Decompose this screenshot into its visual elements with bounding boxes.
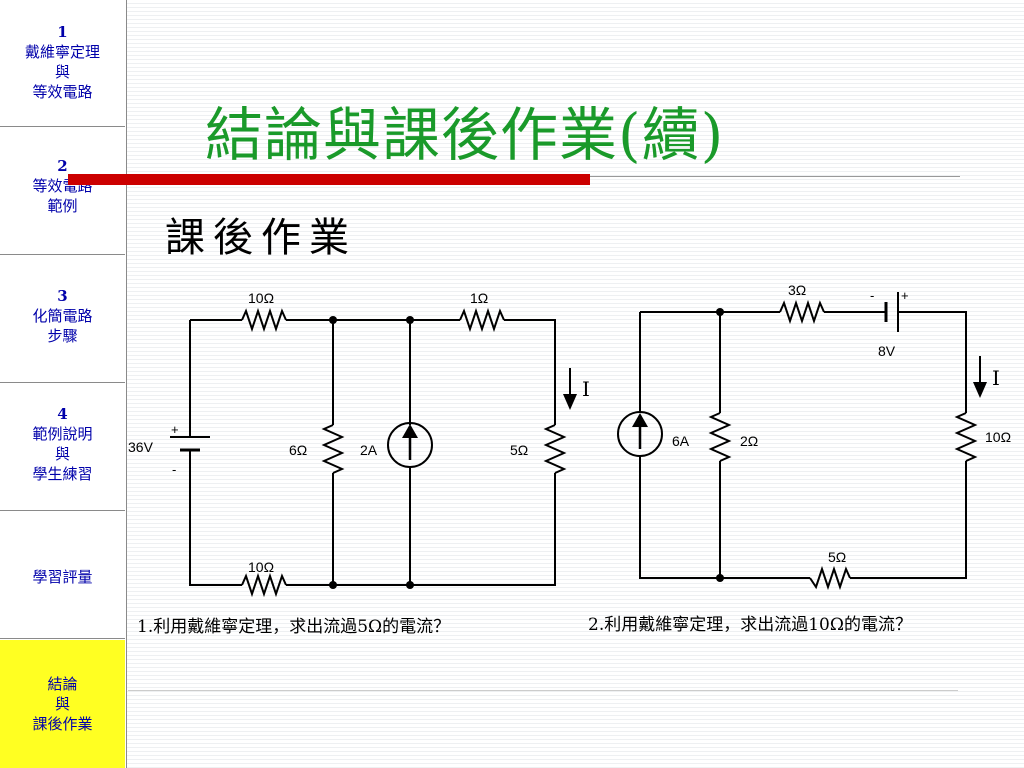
sidebar-item-label: 與 <box>54 695 70 713</box>
label-current: I <box>582 377 590 401</box>
label-r-bottom: 10Ω <box>248 559 274 575</box>
sidebar-item-label: 學習評量 <box>32 568 93 586</box>
sidebar-item-label: 學生練習 <box>32 465 93 483</box>
arrow-up-icon <box>402 424 418 438</box>
question-1: 1.利用戴維寧定理，求出流過5Ω的電流？ <box>137 617 451 637</box>
question-2: 2.利用戴維寧定理，求出流過10Ω的電流？ <box>588 615 912 635</box>
section-subtitle: 課後作業 <box>165 215 357 261</box>
resistor-2 <box>708 412 732 462</box>
arrow-down-icon <box>563 394 577 410</box>
sidebar-item-label: 與 <box>54 445 70 463</box>
arrow-down-icon <box>973 382 987 398</box>
sidebar-item-label: 結論 <box>47 675 78 693</box>
sidebar-item-label: 戴維寧定理 <box>24 43 100 61</box>
sidebar-item-label: 步驟 <box>47 327 78 345</box>
resistor-10 <box>954 412 978 462</box>
label-current: I <box>992 366 1000 390</box>
title-rule <box>590 176 960 177</box>
junction-dot <box>329 581 337 589</box>
wire <box>850 461 967 579</box>
title-underline <box>68 174 590 185</box>
sidebar-item-label: 課後作業 <box>32 715 93 733</box>
label-source-i: 6A <box>672 433 690 449</box>
resistor-10-top <box>241 307 287 333</box>
sidebar-item-examples[interactable]: 2 等效電路 範例 <box>0 128 125 255</box>
label-source-i: 2A <box>360 442 378 458</box>
sidebar-item-label: 範例 <box>47 197 78 215</box>
wire <box>898 311 967 413</box>
sidebar-item-conclusion[interactable]: 結論 與 課後作業 <box>0 640 125 768</box>
label-r-mid: 2Ω <box>740 433 758 449</box>
sidebar-item-practice[interactable]: 4 範例說明 與 學生練習 <box>0 384 125 511</box>
resistor-5 <box>543 424 567 474</box>
wire <box>286 473 556 586</box>
resistor-3 <box>779 299 825 325</box>
sidebar-item-label: 範例說明 <box>32 425 93 443</box>
junction-dot <box>406 316 414 324</box>
label-source-v: 36V <box>128 439 154 455</box>
wire <box>189 465 242 586</box>
label-r-right: 10Ω <box>985 429 1011 445</box>
label-r-top-left: 10Ω <box>248 290 274 306</box>
wire <box>504 319 556 425</box>
arrow-up-icon <box>632 413 648 427</box>
junction-dot <box>716 308 724 316</box>
resistor-1 <box>459 307 505 333</box>
label-minus: - <box>870 288 874 303</box>
junction-dot <box>329 316 337 324</box>
resistor-5-bottom <box>809 565 851 591</box>
sidebar-item-label: 等效電路 <box>32 83 93 101</box>
sidebar-item-thevenin[interactable]: 1 戴維寧定理 與 等效電路 <box>0 0 125 127</box>
sidebar-item-number: 4 <box>57 405 68 423</box>
label-source-v: 8V <box>878 343 896 359</box>
junction-dot <box>716 574 724 582</box>
footer-rule <box>128 690 958 691</box>
sidebar-item-assessment[interactable]: 學習評量 <box>0 512 125 639</box>
label-minus: - <box>172 462 176 477</box>
sidebar-item-label: 與 <box>54 63 70 81</box>
resistor-10-bottom <box>241 572 287 598</box>
wire <box>639 455 810 579</box>
label-r-bottom: 5Ω <box>828 549 846 565</box>
label-plus: + <box>171 422 179 437</box>
current-source-6a <box>617 411 663 457</box>
junction-dot <box>406 581 414 589</box>
sidebar-item-number: 3 <box>57 287 68 305</box>
sidebar-item-number: 1 <box>57 23 68 41</box>
label-r-right: 5Ω <box>510 442 528 458</box>
label-r-top: 3Ω <box>788 282 806 298</box>
label-r-top-right: 1Ω <box>470 290 488 306</box>
sidebar: 1 戴維寧定理 與 等效電路 2 等效電路 範例 3 化簡電路 步驟 4 範例說… <box>0 0 127 768</box>
label-plus: + <box>901 288 909 303</box>
resistor-6 <box>321 424 345 474</box>
sidebar-item-label: 化簡電路 <box>32 307 93 325</box>
page-title: 結論與課後作業(續) <box>205 101 725 169</box>
label-r-mid: 6Ω <box>289 442 307 458</box>
sidebar-item-number: 2 <box>57 157 68 175</box>
sidebar-item-simplify[interactable]: 3 化簡電路 步驟 <box>0 256 125 383</box>
